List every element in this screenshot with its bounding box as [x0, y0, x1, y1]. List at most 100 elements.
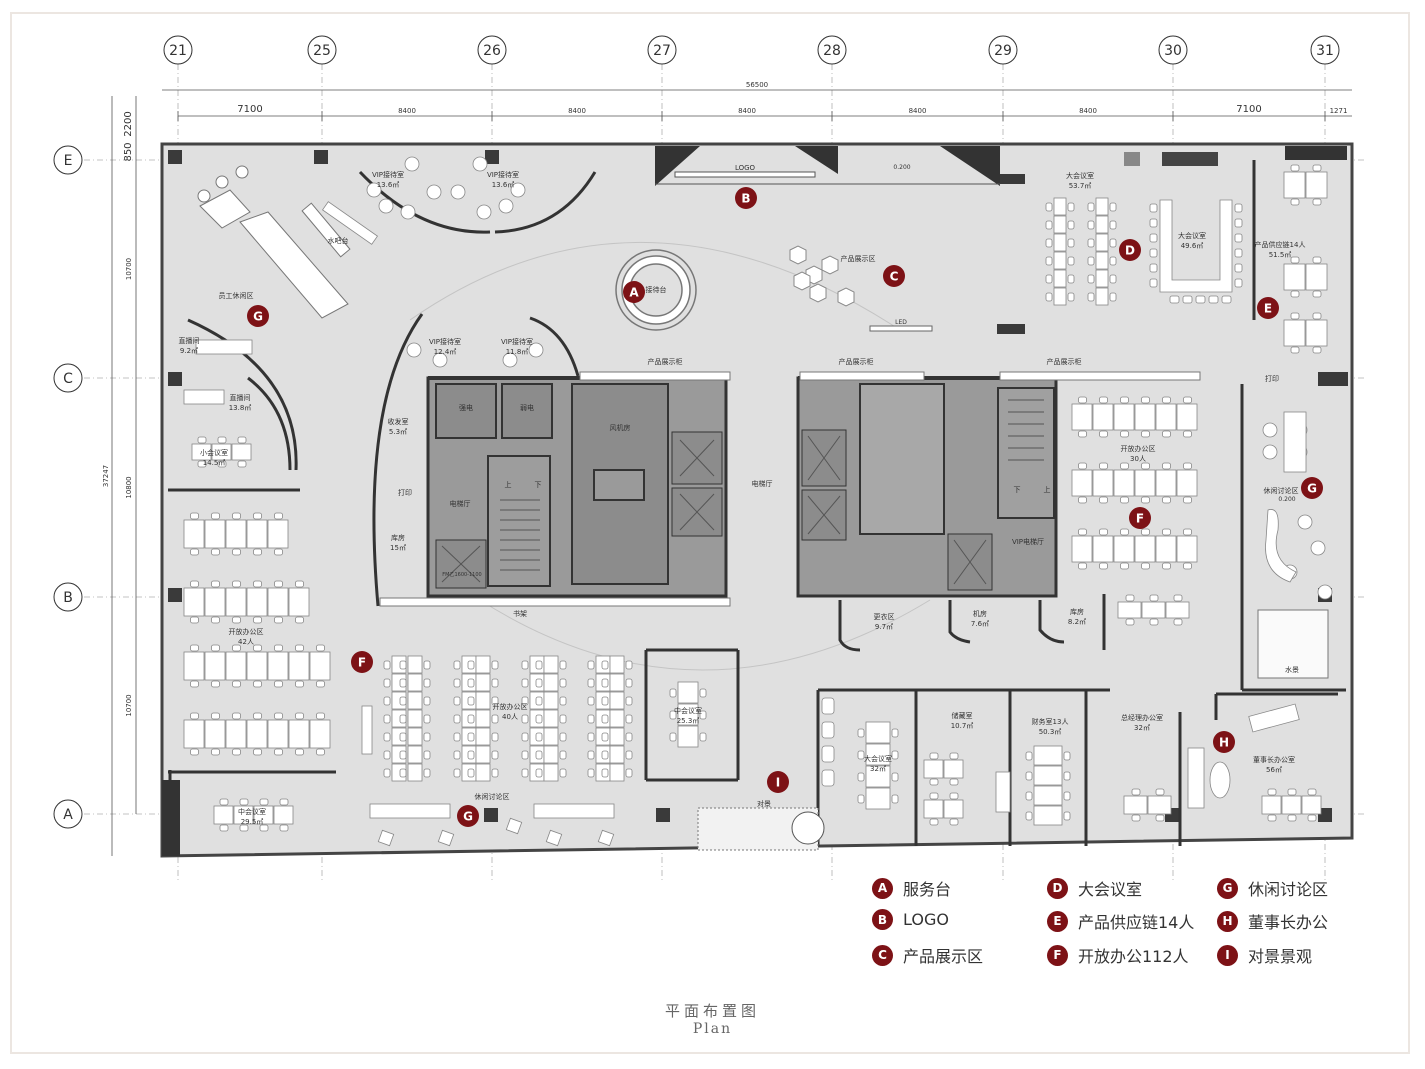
chair — [1063, 771, 1071, 781]
supply-chain-area: 51.5㎡ — [1269, 251, 1292, 259]
plan-marker-letter: G — [1307, 482, 1317, 496]
dim-span: 8400 — [738, 107, 756, 115]
chair — [1287, 788, 1297, 796]
desk — [1176, 535, 1198, 563]
chair — [1099, 496, 1108, 504]
dim-span: 8400 — [568, 107, 586, 115]
desk — [677, 725, 699, 748]
chair — [274, 748, 283, 756]
strong-elec: 强电 — [459, 403, 473, 412]
chair — [1162, 562, 1171, 570]
display-cabinet-1: 产品展示柜 — [648, 357, 683, 366]
grid-label-row: B — [63, 590, 73, 606]
desk — [225, 719, 247, 749]
grid-bubble-row — [53, 363, 83, 393]
desk — [1281, 795, 1302, 815]
storage-1-area: 15㎡ — [390, 544, 406, 552]
chair — [219, 798, 229, 806]
desk — [288, 651, 310, 681]
chair — [190, 512, 199, 520]
desk — [1095, 233, 1109, 252]
display-strip-3 — [799, 371, 925, 381]
chair — [1221, 295, 1232, 304]
discussion-area: 休闲讨论区 — [475, 792, 510, 801]
chair — [1162, 396, 1171, 404]
desk — [609, 709, 625, 728]
vip-chair — [378, 198, 394, 214]
chair — [274, 512, 283, 520]
chair — [1183, 562, 1192, 570]
chair — [1182, 295, 1193, 304]
chair — [491, 750, 499, 760]
chair — [535, 678, 543, 688]
desk — [1176, 469, 1198, 497]
chair — [211, 548, 220, 556]
desk — [1113, 535, 1135, 563]
chair — [1045, 256, 1053, 266]
hex-display — [789, 245, 855, 307]
chair — [601, 768, 609, 778]
desk — [1095, 287, 1109, 306]
chair — [295, 616, 304, 624]
chair — [1307, 814, 1317, 822]
lounge-seat — [1262, 444, 1278, 460]
desk — [475, 763, 491, 782]
chair — [521, 750, 529, 760]
open-office-2: 开放办公区 — [493, 702, 528, 711]
lounge-table — [1283, 411, 1307, 473]
print-1: 打印 — [398, 488, 412, 497]
chair — [1087, 220, 1095, 230]
chair — [1312, 312, 1322, 320]
desk — [1053, 215, 1067, 234]
desk — [407, 691, 423, 710]
vip-reception-4: VIP接待室 — [501, 337, 533, 346]
live-room-2: 直播间 — [230, 393, 251, 402]
desk — [1033, 765, 1063, 786]
plan-marker-letter: F — [358, 656, 366, 670]
chair — [259, 798, 269, 806]
dim-span: 8400 — [1079, 107, 1097, 115]
chair — [1109, 202, 1117, 212]
open-office-1: 开放办公区 — [229, 627, 264, 636]
dim-left-span: 10700 — [125, 694, 133, 716]
legend-label-g: 休闲讨论区 — [1248, 880, 1329, 899]
desk — [475, 691, 491, 710]
chair — [1109, 256, 1117, 266]
chair — [316, 644, 325, 652]
legend-marker-b: B — [872, 909, 893, 930]
chair — [253, 512, 262, 520]
desk — [253, 805, 274, 825]
chair — [383, 678, 391, 688]
grid-bubble-col — [307, 35, 337, 65]
chair — [625, 696, 633, 706]
chair — [1120, 462, 1129, 470]
mid-meeting-2-area: 29.5㎡ — [241, 818, 264, 826]
chair — [274, 616, 283, 624]
chair — [399, 750, 407, 760]
chair — [1234, 203, 1243, 213]
legend-marker-d: D — [1047, 877, 1068, 899]
desk — [923, 759, 944, 779]
chair — [587, 768, 595, 778]
small-meeting-area: 14.5㎡ — [203, 459, 226, 467]
desk — [543, 763, 559, 782]
room-labels: VIP接待室 13.6㎡ VIP接待室 13.6㎡ 水吧台 员工休闲区 LOGO… — [179, 164, 1306, 826]
chair — [1312, 290, 1322, 298]
vip-chair — [502, 352, 518, 368]
chair — [1045, 202, 1053, 212]
grid-bubble-col — [163, 35, 193, 65]
desk — [213, 805, 234, 825]
chair — [383, 750, 391, 760]
chair — [399, 660, 407, 670]
desk — [865, 743, 891, 766]
chair — [1307, 788, 1317, 796]
chair — [383, 732, 391, 742]
chair — [1067, 238, 1075, 248]
chair — [1155, 788, 1165, 796]
chair — [1078, 496, 1087, 504]
chair — [423, 660, 431, 670]
legend-label-a: 服务台 — [903, 880, 952, 899]
desk — [1053, 251, 1067, 270]
chair — [232, 580, 241, 588]
